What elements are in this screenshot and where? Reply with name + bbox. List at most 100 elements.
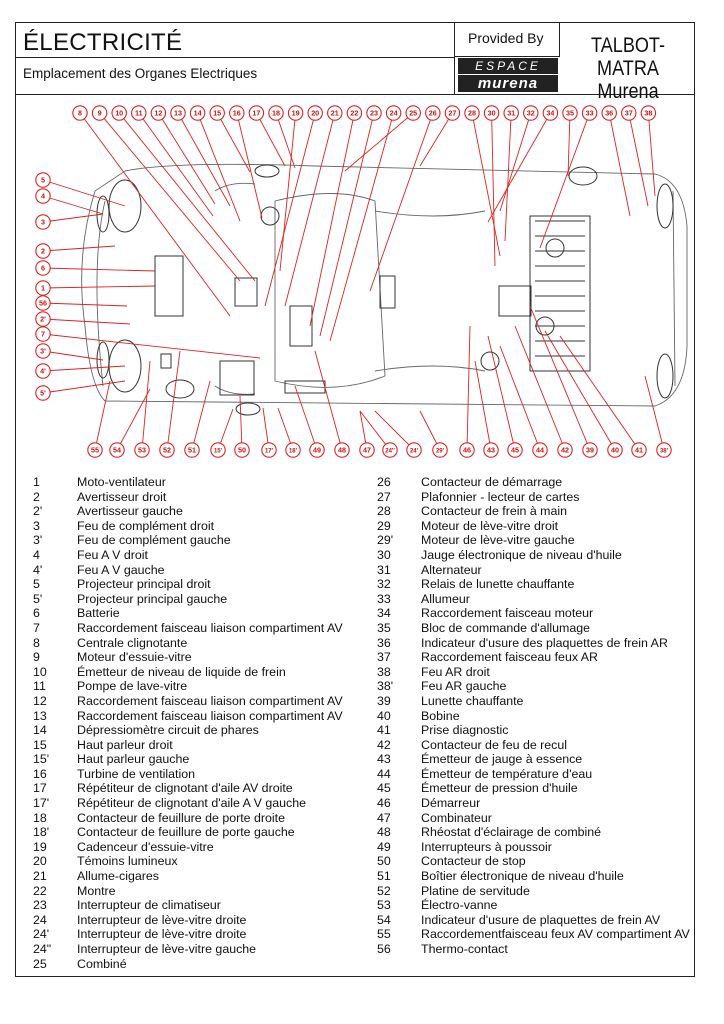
callout-number: 46 — [463, 446, 471, 455]
legend-number: 36 — [377, 635, 391, 650]
legend-number: 18' — [33, 825, 50, 840]
legend-label: Boîtier électronique de niveau d'huile — [421, 869, 624, 884]
callout-number: 1 — [41, 284, 45, 293]
callout-number: 40 — [611, 446, 619, 455]
leader-line — [491, 112, 496, 267]
legend-label: Prise diagnostic — [421, 723, 509, 738]
leader-line — [42, 179, 126, 207]
callout-38p: 38' — [656, 442, 672, 458]
callout-number: 9 — [98, 109, 102, 118]
leader-line — [275, 112, 296, 169]
legend-label: Émetteur de pression d'huile — [421, 781, 578, 796]
callout-circle — [631, 442, 647, 458]
callout-number: 4 — [41, 192, 45, 201]
windscreen-edge-2 — [214, 385, 256, 395]
legend-number: 46 — [377, 796, 391, 811]
callout-number: 7 — [41, 330, 45, 339]
components — [96, 164, 674, 416]
callout-circle — [582, 442, 598, 458]
callout-circle — [334, 442, 350, 458]
leader-line — [42, 350, 104, 361]
legend-number: 25 — [33, 956, 47, 971]
legend-number: 35 — [377, 620, 391, 635]
legend-number: 21 — [33, 869, 47, 884]
header-left-box — [15, 22, 455, 94]
page-title: ÉLECTRICITÉ — [23, 29, 183, 56]
leader-line — [42, 285, 156, 289]
legend-label: Raccordement faisceau liaison compartime… — [77, 693, 343, 708]
leader-line — [529, 305, 591, 451]
legend-label: Feu A V droit — [77, 547, 148, 562]
legend-number: 2 — [33, 489, 40, 504]
callout-20: 20 — [307, 105, 323, 121]
legend-number: 18 — [33, 810, 47, 825]
legend-number: 8 — [33, 635, 40, 650]
callout-circle — [562, 105, 578, 121]
leader-line — [294, 385, 318, 451]
cabin-outline — [274, 193, 386, 388]
service-plate — [219, 360, 255, 396]
leader-line — [487, 112, 551, 223]
legend-number: 27 — [377, 489, 391, 504]
callout-number: 32 — [527, 109, 535, 118]
callout-number: 17' — [265, 449, 274, 455]
legend-label: Contacteur de feu de recul — [421, 737, 568, 752]
callout-1: 1 — [35, 280, 51, 296]
legend-number: 51 — [377, 869, 391, 884]
legend-number: 47 — [377, 810, 391, 825]
leader-line — [42, 318, 131, 325]
legend-label: Montre — [77, 883, 116, 898]
callout-number: 35 — [566, 109, 574, 118]
legend-label: Haut parleur gauche — [77, 752, 190, 767]
legend-number: 24' — [33, 927, 50, 942]
ignition-switch — [379, 275, 396, 309]
callout-number: 6 — [41, 264, 45, 273]
legend-row: 24"Interrupteur de lève-vitre gauche — [33, 942, 343, 957]
leader-line — [499, 345, 541, 451]
legend-number: 22 — [33, 883, 47, 898]
headlamp-right — [108, 179, 142, 233]
callout-6: 6 — [35, 260, 51, 276]
callout-number: 24' — [410, 449, 419, 455]
legend-label: Haut parleur droit — [77, 737, 173, 752]
legend-number: 15' — [33, 752, 50, 767]
callout-number: 5 — [41, 176, 45, 185]
callout-31: 31 — [503, 105, 519, 121]
callout-13: 13 — [170, 105, 186, 121]
callout-number: 15 — [213, 109, 221, 118]
callout-49: 49 — [309, 442, 325, 458]
callout-2p: 2' — [35, 311, 51, 327]
legend-label: Interrupteur de lève-vitre droite — [77, 912, 247, 927]
heated-rear-window — [529, 215, 591, 372]
leader-line — [79, 112, 231, 317]
provided-by-label: Provided By — [468, 30, 544, 46]
leader-line — [99, 112, 241, 282]
legend-row: 15' Haut parleur gauche — [33, 752, 343, 767]
callout-number: 49 — [313, 446, 321, 455]
callout-40: 40 — [607, 442, 623, 458]
callout-circle — [542, 105, 559, 121]
callout-number: 44 — [536, 446, 544, 455]
callout-number: 33 — [586, 109, 594, 118]
callout-circle — [91, 105, 108, 121]
callout-circle — [483, 442, 499, 458]
legend-row: 29'Moteur de lève-vitre gauche — [377, 533, 690, 548]
callout-number: 56 — [39, 299, 47, 308]
callout-34: 34 — [542, 105, 559, 121]
legend-number: 50 — [377, 854, 391, 869]
legend-number: 31 — [377, 562, 391, 577]
legend-number: 28 — [377, 504, 391, 519]
callout-39: 39 — [582, 442, 598, 458]
legend-label: Allumeur — [421, 591, 470, 606]
